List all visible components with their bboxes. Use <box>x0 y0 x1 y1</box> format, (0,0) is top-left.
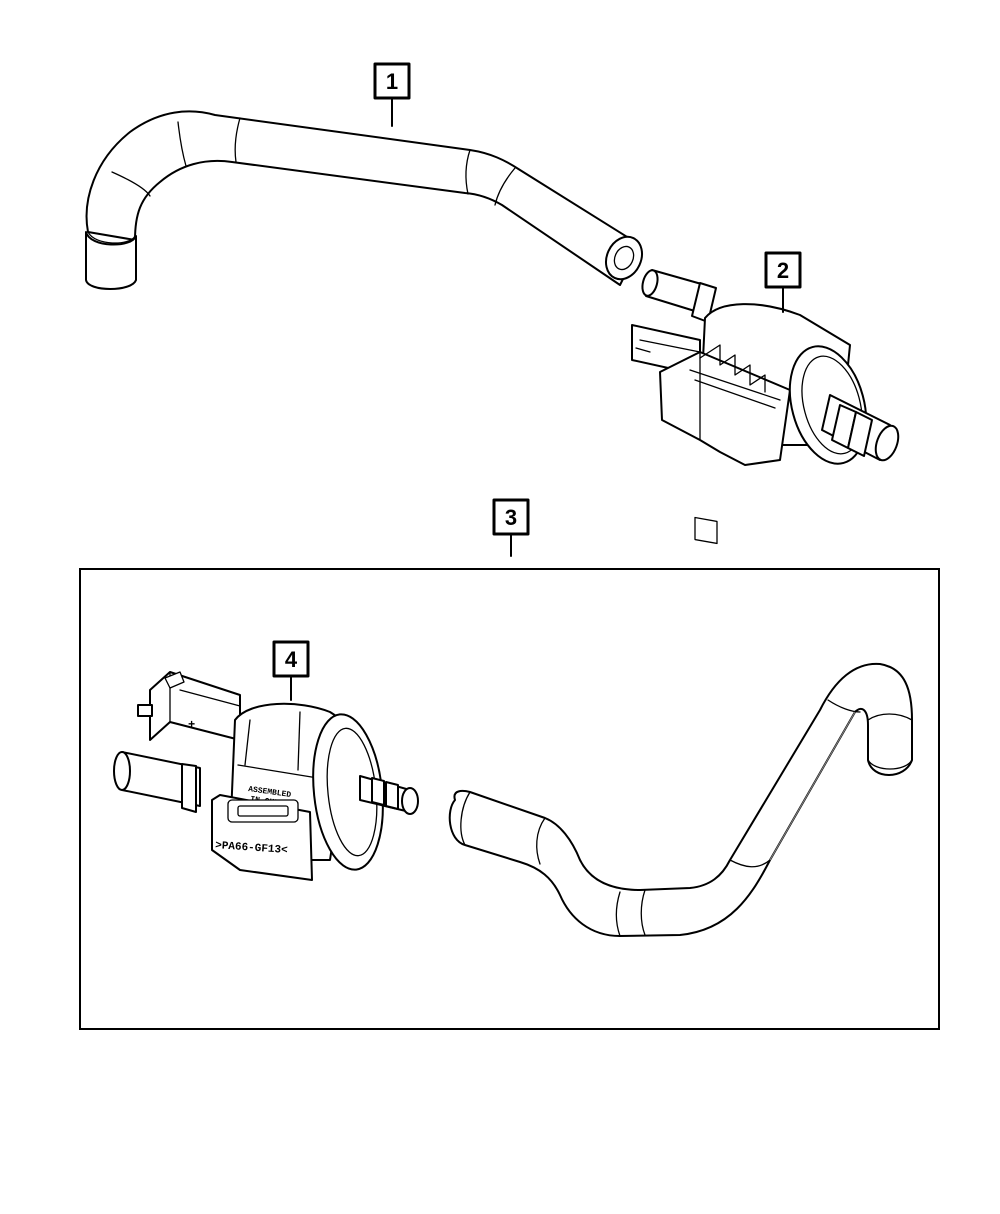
callout-1: 1 <box>373 62 411 127</box>
callout-4-number: 4 <box>285 647 298 672</box>
hose-in-kit <box>448 662 913 937</box>
connector-plus-sign: + <box>188 718 195 732</box>
material-code-label: >PA66-GF13< <box>215 840 289 857</box>
callout-1-number: 1 <box>386 69 398 94</box>
hose-part-1 <box>85 110 643 290</box>
callout-3-number: 3 <box>505 505 517 530</box>
purge-valve-part-2 <box>631 269 900 545</box>
callout-3: 3 <box>492 498 530 557</box>
callout-2-number: 2 <box>777 258 789 283</box>
kit-boundary-box <box>79 568 940 1030</box>
callout-4: 4 <box>272 640 310 701</box>
purge-valve-part-4: + ASSEMBLED IN CHINA >PA66-GF13< <box>113 671 419 881</box>
callout-2: 2 <box>764 251 802 313</box>
